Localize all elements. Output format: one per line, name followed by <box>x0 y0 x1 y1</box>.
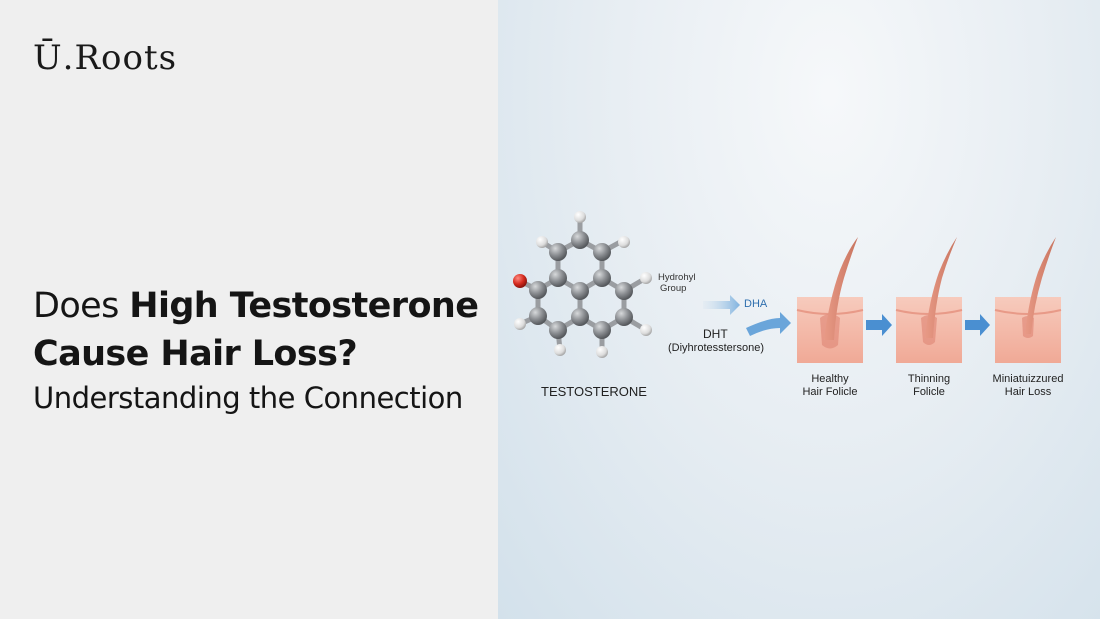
dha-label: DHA <box>744 298 768 310</box>
molecule-label: TESTOSTERONE <box>541 384 647 399</box>
molecule-atoms <box>513 211 652 358</box>
headline-bold-1: High Testosterone <box>129 286 479 326</box>
oxygen-atom <box>513 274 527 288</box>
stage-arrow-2 <box>965 314 990 336</box>
hydroxyl-label-1: Hydrohyl <box>658 272 696 283</box>
stage-label-miniaturized-2: Hair Loss <box>1005 386 1052 398</box>
stage-label-miniaturized-1: Miniatuizzured <box>993 373 1064 385</box>
healthy-follicle <box>796 237 864 363</box>
headline-line-1: Does High Testosterone <box>33 282 493 330</box>
stage-label-thinning-1: Thinning <box>908 373 950 385</box>
brand-logo[interactable]: Ū.Roots <box>33 34 177 82</box>
dha-arrow <box>703 295 740 315</box>
left-panel: Ū.Roots Does High Testosterone Cause Hai… <box>0 0 498 619</box>
hydroxyl-label-2: Group <box>660 283 686 294</box>
headline-subtitle: Understanding the Connection <box>33 381 463 415</box>
stage-label-healthy-1: Healthy <box>811 373 849 385</box>
headline-prefix: Does <box>33 286 119 326</box>
brand-logo-text: Ū.Roots <box>33 38 178 78</box>
dht-arrow <box>746 312 791 336</box>
thinning-follicle <box>895 237 963 363</box>
headline-line-2: Cause Hair Loss? <box>33 334 358 374</box>
stage-arrow-1 <box>866 314 892 336</box>
miniaturized-follicle <box>994 237 1062 363</box>
stage-label-healthy-2: Hair Folicle <box>802 386 857 398</box>
testosterone-diagram: TESTOSTERONE Hydrohyl Group DHA DHT (Diy… <box>513 211 1064 399</box>
headline: Does High Testosterone Cause Hair Loss? … <box>33 282 493 418</box>
stage-label-thinning-2: Folicle <box>913 386 945 398</box>
dht-full-label: (Diyhrotesstersone) <box>668 342 764 354</box>
dht-label: DHT <box>703 327 728 341</box>
